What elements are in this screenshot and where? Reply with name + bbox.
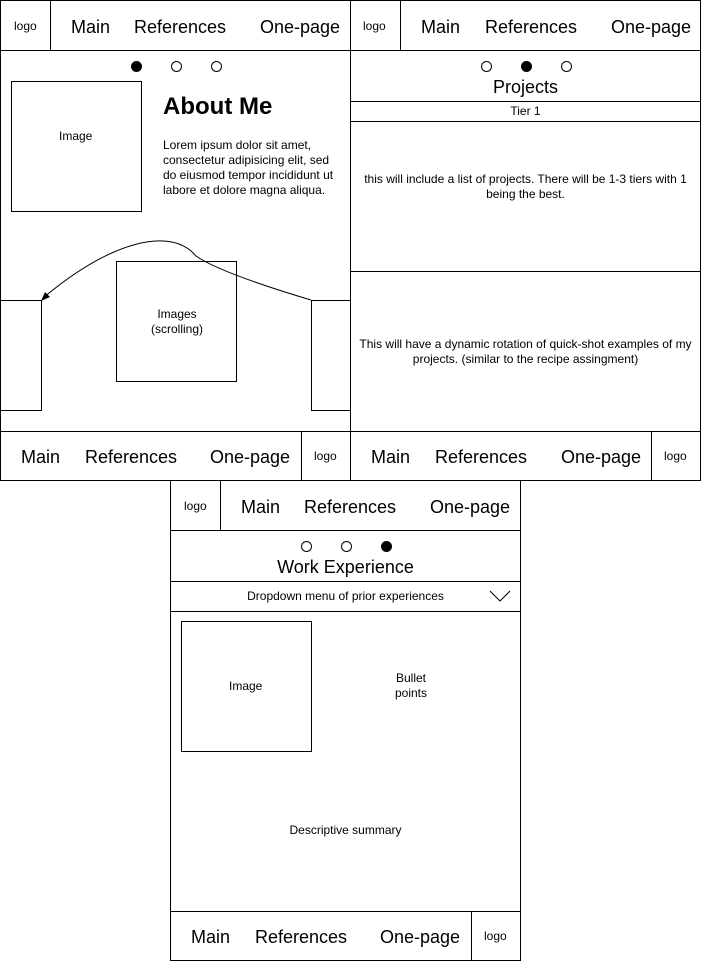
header-divider — [351, 50, 700, 51]
footer-nav-main[interactable]: Main — [191, 927, 231, 947]
footer-logo[interactable]: logo — [314, 449, 337, 463]
page-dot-3[interactable] — [381, 541, 392, 552]
footer-logo-divider — [471, 911, 472, 960]
projects-rotation-description: This will have a dynamic rotation of qui… — [359, 337, 692, 366]
nav-one-page[interactable]: One-page — [260, 17, 341, 37]
tier-divider — [351, 121, 700, 122]
projects-list-description: this will include a list of projects. Th… — [364, 172, 687, 201]
footer-nav-references[interactable]: References — [435, 447, 528, 467]
work-experience-frame: logo Main References One-page Work Exper… — [170, 480, 521, 961]
page-dot-2[interactable] — [521, 61, 532, 72]
section-divider — [351, 271, 700, 272]
logo[interactable]: logo — [363, 19, 386, 33]
about-me-frame: logo Main References One-page Image Abou… — [0, 0, 352, 481]
nav-one-page[interactable]: One-page — [430, 497, 511, 517]
footer-divider — [351, 431, 700, 432]
tier-label[interactable]: Tier 1 — [510, 104, 541, 118]
work-image-label: Image — [229, 679, 263, 693]
nav-references[interactable]: References — [304, 497, 397, 517]
footer-logo-divider — [651, 431, 652, 480]
logo-divider — [50, 1, 51, 50]
logo-divider — [400, 1, 401, 50]
about-title: About Me — [163, 93, 273, 120]
page-dot-2[interactable] — [171, 61, 182, 72]
carousel-left-image[interactable] — [0, 300, 42, 411]
footer-divider — [171, 911, 520, 912]
footer-nav-references[interactable]: References — [85, 447, 178, 467]
page-dot-3[interactable] — [561, 61, 572, 72]
nav-references[interactable]: References — [485, 17, 578, 37]
logo[interactable]: logo — [184, 499, 207, 513]
page-dot-1[interactable] — [481, 61, 492, 72]
title-divider — [351, 101, 700, 102]
nav-one-page[interactable]: One-page — [611, 17, 692, 37]
footer-nav-main[interactable]: Main — [21, 447, 61, 467]
page-dot-3[interactable] — [211, 61, 222, 72]
experience-dropdown[interactable]: Dropdown menu of prior experiences — [171, 582, 520, 611]
page-dot-1[interactable] — [301, 541, 312, 552]
carousel-label: Images (scrolling) — [150, 307, 203, 336]
footer-nav-one-page[interactable]: One-page — [210, 447, 291, 467]
chevron-down-icon[interactable] — [489, 590, 511, 602]
logo-divider — [220, 481, 221, 530]
header-divider — [1, 50, 350, 51]
footer-divider — [1, 431, 350, 432]
about-body: Lorem ipsum dolor sit amet, consectetur … — [163, 138, 334, 197]
nav-main[interactable]: Main — [71, 17, 111, 37]
footer-logo-divider — [301, 431, 302, 480]
bullet-points: Bullet points — [394, 671, 428, 700]
dropdown-divider — [171, 611, 520, 612]
dropdown-label: Dropdown menu of prior experiences — [247, 589, 444, 603]
header-divider — [171, 530, 520, 531]
page-dot-1[interactable] — [131, 61, 142, 72]
nav-main[interactable]: Main — [241, 497, 281, 517]
footer-logo[interactable]: logo — [484, 929, 507, 943]
work-image-placeholder: Image — [181, 621, 312, 752]
descriptive-summary: Descriptive summary — [289, 823, 402, 837]
footer-nav-one-page[interactable]: One-page — [380, 927, 461, 947]
scroll-arrow — [41, 240, 312, 301]
footer-logo[interactable]: logo — [664, 449, 687, 463]
nav-references[interactable]: References — [134, 17, 227, 37]
title-divider — [171, 581, 520, 582]
carousel-center-image[interactable]: Images (scrolling) — [116, 261, 237, 382]
footer-nav-references[interactable]: References — [255, 927, 348, 947]
footer-nav-one-page[interactable]: One-page — [561, 447, 642, 467]
carousel-right-image[interactable] — [311, 300, 352, 411]
about-image-label: Image — [59, 129, 93, 143]
about-image-placeholder: Image — [11, 81, 142, 212]
page-dot-2[interactable] — [341, 541, 352, 552]
projects-title: Projects — [492, 77, 559, 97]
projects-frame: logo Main References One-page Projects T… — [350, 0, 701, 481]
work-title: Work Experience — [277, 557, 414, 577]
footer-nav-main[interactable]: Main — [371, 447, 411, 467]
logo[interactable]: logo — [14, 19, 37, 33]
nav-main[interactable]: Main — [421, 17, 461, 37]
